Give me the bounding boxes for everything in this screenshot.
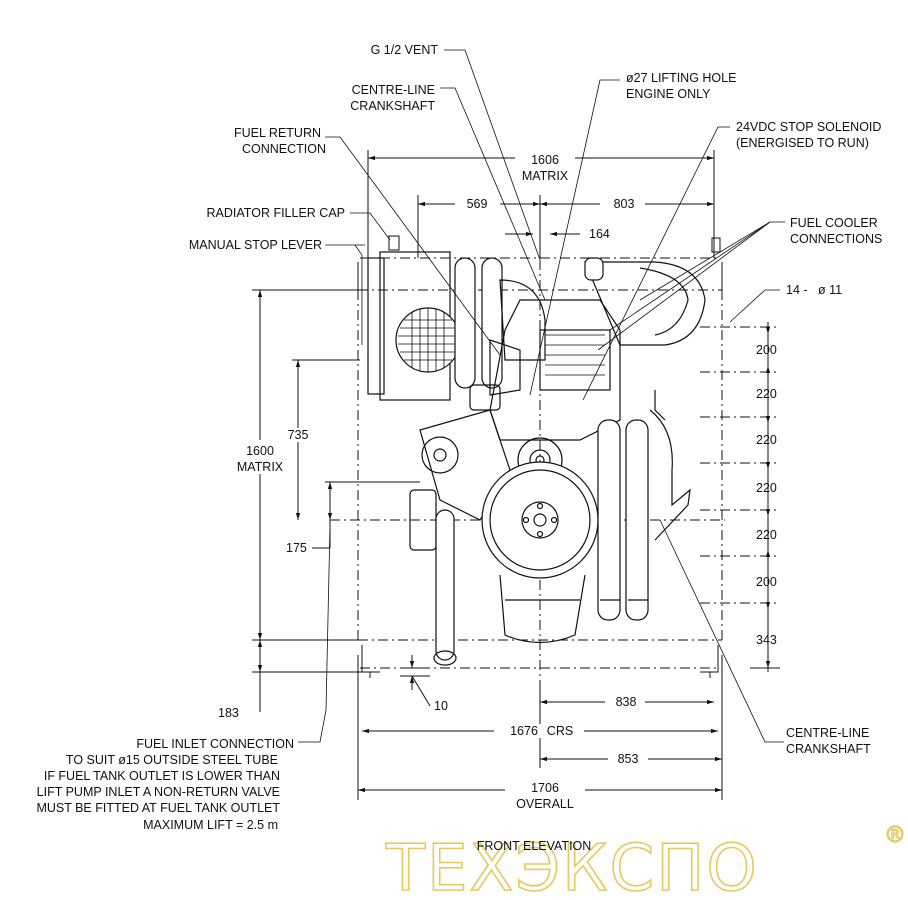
dim-right-200-top: 200 (756, 343, 777, 357)
engine-outline (367, 251, 706, 666)
label-stop-solenoid-1: 24VDC STOP SOLENOID (736, 120, 881, 134)
dim-right-220-b: 220 (756, 433, 777, 447)
dimension-175 (312, 481, 420, 549)
label-fuel-return-1: FUEL RETURN (234, 126, 321, 140)
air-filter-icon (395, 307, 461, 373)
dim-1706-label: OVERALL (516, 797, 574, 811)
dim-right-200-bottom: 200 (756, 575, 777, 589)
dimension-right-stack (750, 322, 780, 672)
dimension-1600 (230, 289, 358, 641)
dim-1600-label: MATRIX (237, 460, 284, 474)
label-lifting-2: ENGINE ONLY (626, 87, 711, 101)
label-fuel-cooler-1: FUEL COOLER (790, 216, 878, 230)
dimension-1606 (367, 150, 715, 258)
watermark-logo: ТЕХЭКСПО ® (384, 822, 906, 900)
label-centreline-bot-1: CENTRE-LINE (786, 726, 869, 740)
dimension-569-803 (417, 195, 714, 258)
dim-164: 164 (589, 227, 610, 241)
leader-lines (298, 49, 785, 743)
dimension-bottom (357, 655, 723, 812)
label-fuel-inlet-5: MUST BE FITTED AT FUEL TANK OUTLET (36, 801, 280, 815)
dim-175: 175 (286, 541, 307, 555)
dim-838: 838 (616, 695, 637, 709)
label-fuel-inlet-4: LIFT PUMP INLET A NON-RETURN VALVE (37, 785, 280, 799)
dim-1600-value: 1600 (246, 444, 274, 458)
label-radiator-cap: RADIATOR FILLER CAP (207, 206, 345, 220)
dim-735: 735 (288, 428, 309, 442)
dim-right-220-c: 220 (756, 481, 777, 495)
label-manual-stop: MANUAL STOP LEVER (189, 238, 322, 252)
dimension-735 (282, 359, 360, 520)
label-fuel-inlet-3: IF FUEL TANK OUTLET IS LOWER THAN (44, 769, 280, 783)
dim-right-220-d: 220 (756, 528, 777, 542)
label-fuel-return-2: CONNECTION (242, 142, 326, 156)
label-fuel-cooler-2: CONNECTIONS (790, 232, 882, 246)
dim-569: 569 (467, 197, 488, 211)
dim-1706-value: 1706 (531, 781, 559, 795)
watermark-text: ТЕХЭКСПО (385, 832, 759, 900)
label-stop-solenoid-2: (ENERGISED TO RUN) (736, 136, 869, 150)
dim-1676-value: 1676 (510, 724, 538, 738)
radiator-matrix-outline (330, 240, 780, 680)
dim-1606-label: MATRIX (522, 169, 569, 183)
label-fuel-inlet-2: TO SUIT ø15 OUTSIDE STEEL TUBE (66, 753, 278, 767)
dimension-10 (400, 655, 431, 707)
label-centreline-top-2: CRANKSHAFT (350, 99, 435, 113)
label-vent: G 1/2 VENT (371, 43, 439, 57)
label-centreline-top-1: CENTRE-LINE (352, 83, 435, 97)
crankshaft-pulley-icon (481, 461, 599, 579)
label-fuel-inlet-6: MAXIMUM LIFT = 2.5 m (143, 818, 278, 832)
dim-803: 803 (614, 197, 635, 211)
watermark-registered-mark: ® (884, 823, 906, 848)
dim-right-343: 343 (756, 633, 777, 647)
label-centreline-bot-2: CRANKSHAFT (786, 742, 871, 756)
dim-10: 10 (434, 699, 448, 713)
label-holes: 14 - ø 11 (786, 283, 842, 297)
label-lifting-1: ø27 LIFTING HOLE (626, 71, 736, 85)
dimension-183 (252, 640, 362, 712)
dim-1606-value: 1606 (531, 153, 559, 167)
caption-front-elevation: FRONT ELEVATION (477, 839, 592, 853)
dim-183: 183 (218, 706, 239, 720)
dim-1676-label: CRS (547, 724, 573, 738)
dim-853: 853 (618, 752, 639, 766)
dim-right-220-a: 220 (756, 387, 777, 401)
label-fuel-inlet-1: FUEL INLET CONNECTION (136, 737, 294, 751)
